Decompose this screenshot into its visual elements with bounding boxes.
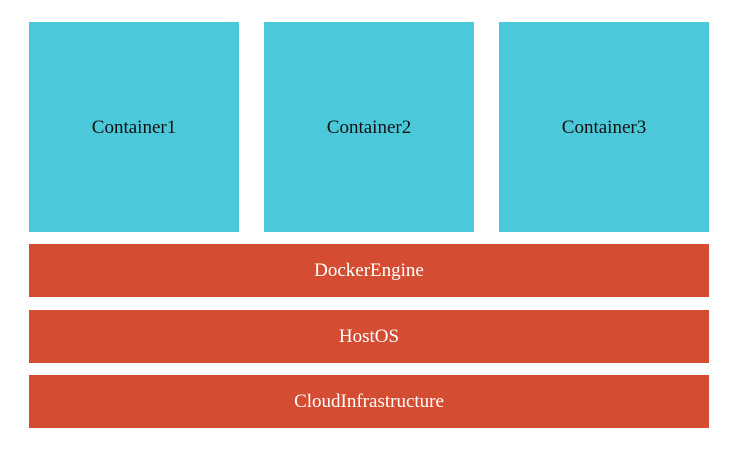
host-os-label: HostOS [338,326,400,347]
cloud-infrastructure-layer: CloudInfrastructure [29,375,709,428]
container-3-box: Container3 [499,22,709,232]
container-1-label: Container1 [91,116,177,138]
container-3-label: Container3 [561,116,647,138]
container-1-box: Container1 [29,22,239,232]
cloud-infrastructure-label: CloudInfrastructure [294,391,444,412]
container-2-label: Container2 [326,116,412,138]
docker-engine-layer: DockerEngine [29,244,709,297]
docker-engine-label: DockerEngine [314,260,424,281]
container-2-box: Container2 [264,22,474,232]
host-os-layer: HostOS [29,310,709,363]
